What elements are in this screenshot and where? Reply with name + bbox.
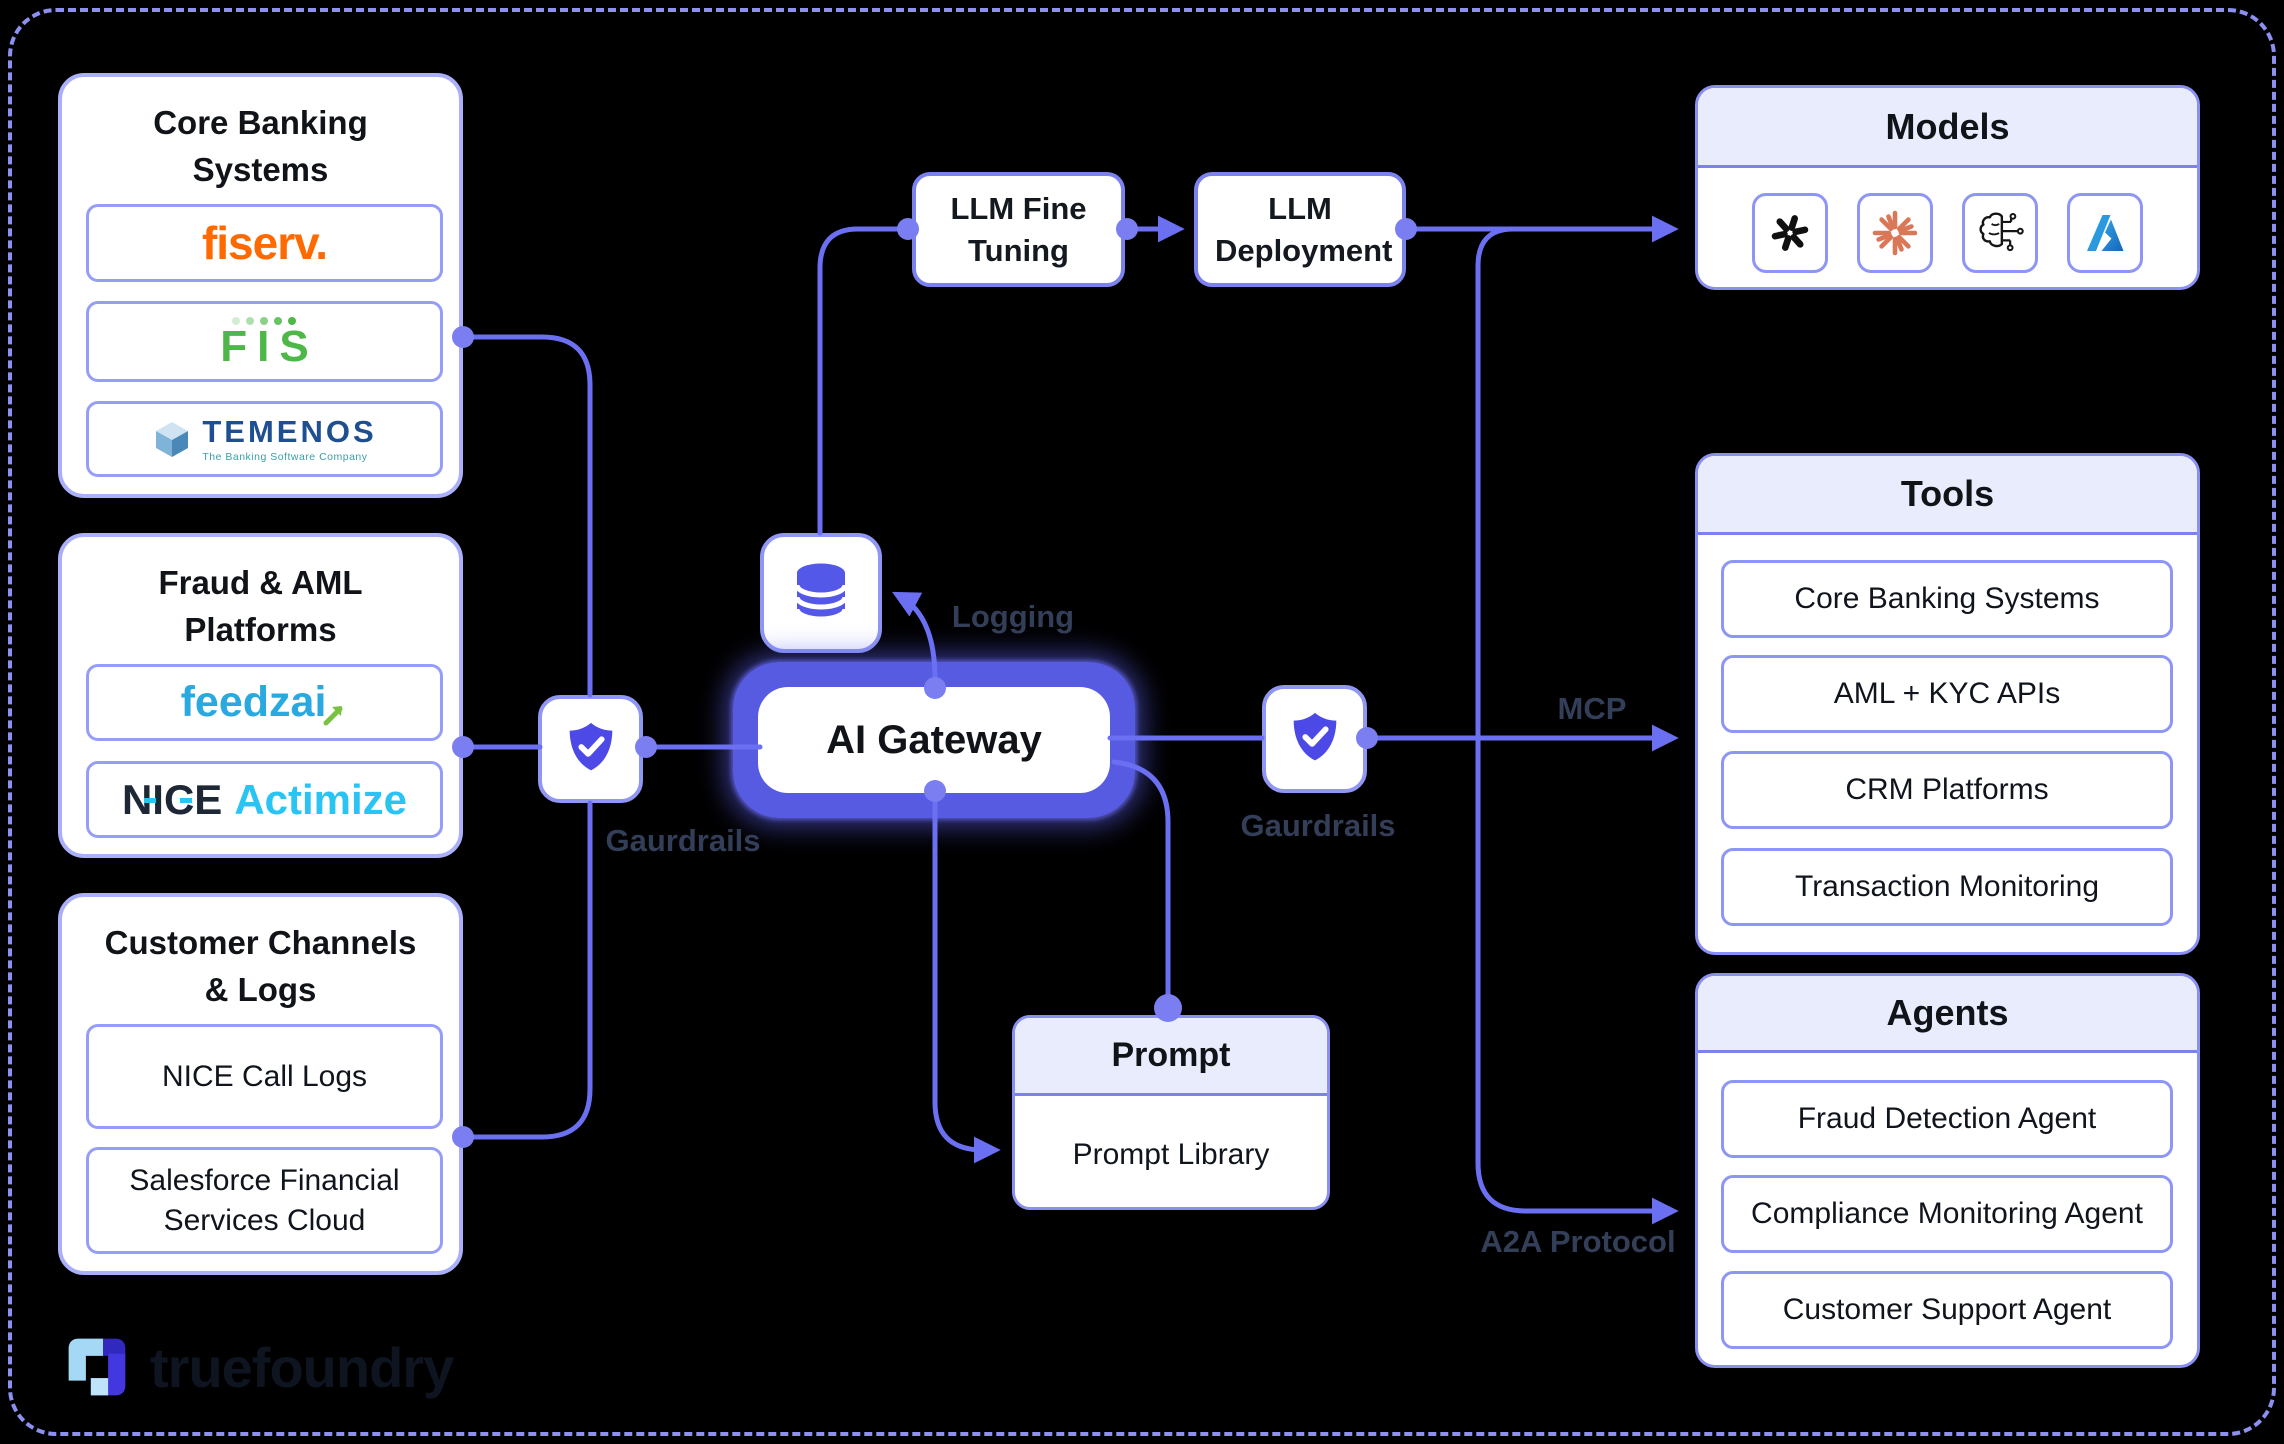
- agent-item: Customer Support Agent: [1721, 1271, 2173, 1349]
- fis-dots-icon: [232, 316, 297, 325]
- llm-fine-tuning-node: LLM Fine Tuning: [912, 172, 1125, 287]
- vendor-tile-fis: FIS: [86, 301, 443, 382]
- mcp-label: MCP: [1557, 691, 1627, 726]
- customer-channels-panel: Customer Channels & Logs NICE Call Logs …: [58, 893, 463, 1275]
- outer-dashed-frame: [8, 8, 2276, 1436]
- temenos-cube-icon: [156, 422, 189, 457]
- fraud-aml-title: Fraud & AML Platforms: [158, 564, 363, 648]
- temenos-logo: TEMENOS The Banking Software Company: [152, 415, 376, 463]
- tool-item: Core Banking Systems: [1721, 560, 2173, 638]
- fraud-aml-panel: Fraud & AML Platforms feedzai NICE Actim…: [58, 533, 463, 858]
- fiserv-logo: fiserv.: [201, 217, 328, 269]
- vendor-tile-feedzai: feedzai: [86, 664, 443, 741]
- openai-logo-icon: [1771, 215, 1809, 251]
- ai-gateway-inner: AI Gateway: [758, 687, 1110, 793]
- models-panel-header: Models: [1698, 88, 2197, 168]
- models-panel: Models: [1695, 85, 2200, 290]
- guardrails-right-tile: [1262, 685, 1367, 793]
- claude-logo-icon: [1872, 210, 1918, 256]
- database-icon: [794, 563, 848, 622]
- truefoundry-logo-icon: [68, 1338, 126, 1396]
- model-tile-claude: [1857, 193, 1933, 273]
- feedzai-logo: feedzai: [181, 678, 349, 727]
- logging-store-tile: [760, 533, 882, 653]
- shield-check-icon: [569, 722, 612, 771]
- customer-channels-title: Customer Channels & Logs: [104, 924, 417, 1008]
- tool-item: Transaction Monitoring: [1721, 848, 2173, 926]
- tools-panel-header: Tools: [1698, 456, 2197, 535]
- guardrails-left-label: Gaurdrails: [605, 823, 761, 858]
- llm-deployment-node: LLM Deployment: [1194, 172, 1406, 287]
- ai-gateway-label: AI Gateway: [826, 717, 1042, 762]
- guardrails-left-tile: [538, 695, 643, 803]
- model-tile-openai: [1752, 193, 1828, 273]
- channel-tile-nice-call-logs: NICE Call Logs: [86, 1024, 443, 1129]
- agents-panel: Agents Fraud Detection Agent Compliance …: [1695, 973, 2200, 1368]
- ai-gateway-node: AI Gateway: [733, 662, 1135, 818]
- ai-brain-logo-icon: [1979, 212, 2024, 252]
- logging-label: Logging: [951, 599, 1075, 634]
- truefoundry-wordmark: truefoundry: [150, 1335, 454, 1399]
- prompt-panel: Prompt Prompt Library: [1012, 1015, 1330, 1210]
- fis-logo: FIS: [220, 316, 309, 368]
- agent-item: Compliance Monitoring Agent: [1721, 1175, 2173, 1253]
- nice-actimize-logo: NICE Actimize: [121, 775, 408, 823]
- tools-panel: Tools Core Banking Systems AML + KYC API…: [1695, 453, 2200, 955]
- guardrails-right-label: Gaurdrails: [1240, 808, 1396, 843]
- tool-item: AML + KYC APIs: [1721, 655, 2173, 733]
- model-tile-ai-brain: [1962, 193, 2038, 273]
- agents-panel-header: Agents: [1698, 976, 2197, 1053]
- vendor-tile-nice-actimize: NICE Actimize: [86, 761, 443, 838]
- a2a-protocol-label: A2A Protocol: [1480, 1224, 1676, 1259]
- model-icons-row: [1698, 193, 2197, 273]
- prompt-panel-header: Prompt: [1015, 1018, 1327, 1096]
- core-banking-title: Core Banking Systems: [153, 104, 368, 188]
- model-tile-azure: [2067, 193, 2143, 273]
- channel-tile-salesforce: Salesforce Financial Services Cloud: [86, 1147, 443, 1254]
- core-banking-panel: Core Banking Systems fiserv. FIS TEMENOS…: [58, 73, 463, 498]
- shield-check-icon: [1293, 712, 1336, 761]
- feedzai-arrow-icon: [323, 706, 343, 726]
- vendor-tile-temenos: TEMENOS The Banking Software Company: [86, 401, 443, 477]
- vendor-tile-fiserv: fiserv.: [86, 204, 443, 282]
- prompt-library-item: Prompt Library: [1072, 1137, 1270, 1171]
- azure-logo-icon: [2087, 215, 2124, 251]
- agent-item: Fraud Detection Agent: [1721, 1080, 2173, 1158]
- truefoundry-brand: truefoundry: [60, 1330, 454, 1404]
- tool-item: CRM Platforms: [1721, 751, 2173, 829]
